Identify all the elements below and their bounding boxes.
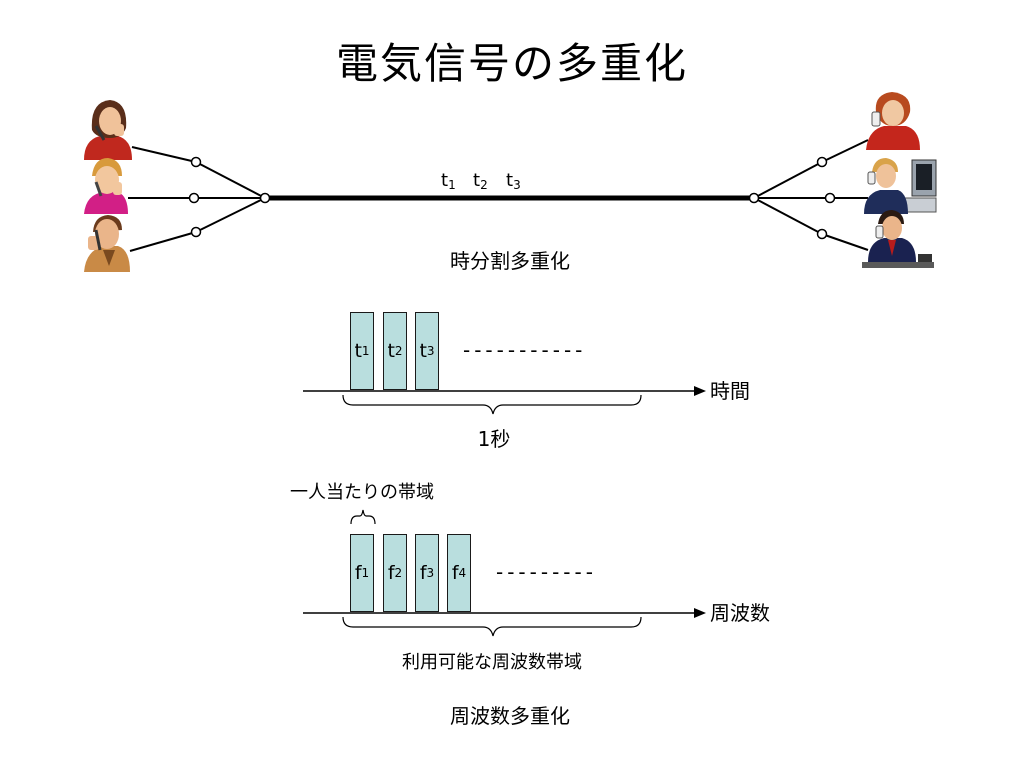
frequency-axis-arrowhead [694,608,706,618]
available-band-label: 利用可能な周波数帯域 [402,652,582,673]
man-at-computer-icon [864,158,937,214]
businessman-at-desk-icon [862,210,934,268]
time-axis-arrowhead [694,386,706,396]
businesswoman-on-phone-icon [866,92,920,150]
node [748,192,760,204]
time-axis-label: 時間 [710,379,750,403]
left-fan-lines [128,146,266,252]
one-second-label: 1秒 [477,427,511,451]
fdm-continuation-dashes: --------- [496,560,597,584]
node [190,156,202,168]
node [824,192,836,204]
trunk-slot-label: t2 [473,170,488,192]
per-user-brace [350,509,376,525]
trunk-slot-label: t3 [506,170,521,192]
node [259,192,271,204]
node [190,226,202,238]
fdm-caption: 周波数多重化 [450,704,570,728]
node [188,192,200,204]
frequency-axis-label: 周波数 [710,601,770,625]
woman-on-phone-icon [84,100,132,160]
one-second-brace [342,394,642,415]
node [816,228,828,240]
node [816,156,828,168]
tdm-continuation-dashes: ----------- [463,338,587,362]
man-on-phone-icon [84,215,130,272]
per-user-band-label: 一人当たりの帯域 [290,482,434,503]
available-band-brace [342,616,642,637]
junction-nodes [188,156,836,240]
slide-title: 電気信号の多重化 [335,39,688,88]
tdm-caption: 時分割多重化 [450,249,570,273]
trunk-slot-label: t1 [441,170,456,192]
boy-on-phone-icon [84,158,128,214]
right-fan-lines [753,139,869,251]
